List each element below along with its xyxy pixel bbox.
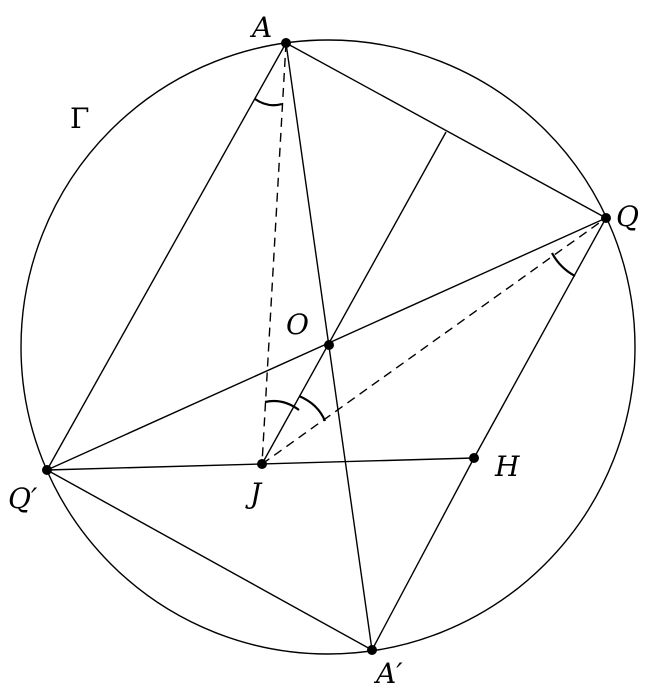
label-o: O	[286, 308, 309, 341]
point-o	[324, 340, 334, 350]
point-q	[601, 213, 611, 223]
segment-a-qprime	[46, 42, 287, 471]
point-qprime	[42, 465, 52, 475]
label-q: Q	[616, 200, 639, 233]
point-h	[469, 453, 479, 463]
label-gamma: Γ	[70, 102, 89, 135]
point-j	[257, 459, 267, 469]
point-a	[281, 38, 291, 48]
dashed-a-j	[261, 42, 287, 465]
segment-h-aprime	[371, 457, 475, 651]
segment-a-q	[285, 42, 607, 219]
segment-j-perpendicular	[261, 131, 447, 465]
label-qprime: Q′	[8, 482, 38, 515]
label-a: A	[249, 11, 272, 44]
angle-mark-q	[551, 252, 576, 277]
angle-mark-j-inner	[264, 399, 300, 411]
point-aprime	[367, 645, 377, 655]
dashed-j-q	[261, 217, 607, 465]
segment-q-h	[473, 217, 607, 459]
circle-gamma	[20, 39, 636, 655]
label-h: H	[494, 450, 520, 483]
angle-mark-j-outer	[298, 394, 327, 422]
angle-mark-a	[254, 98, 283, 107]
label-j: J	[245, 477, 263, 510]
segment-qprime-aprime	[46, 469, 373, 651]
label-aprime: A′	[373, 657, 403, 690]
